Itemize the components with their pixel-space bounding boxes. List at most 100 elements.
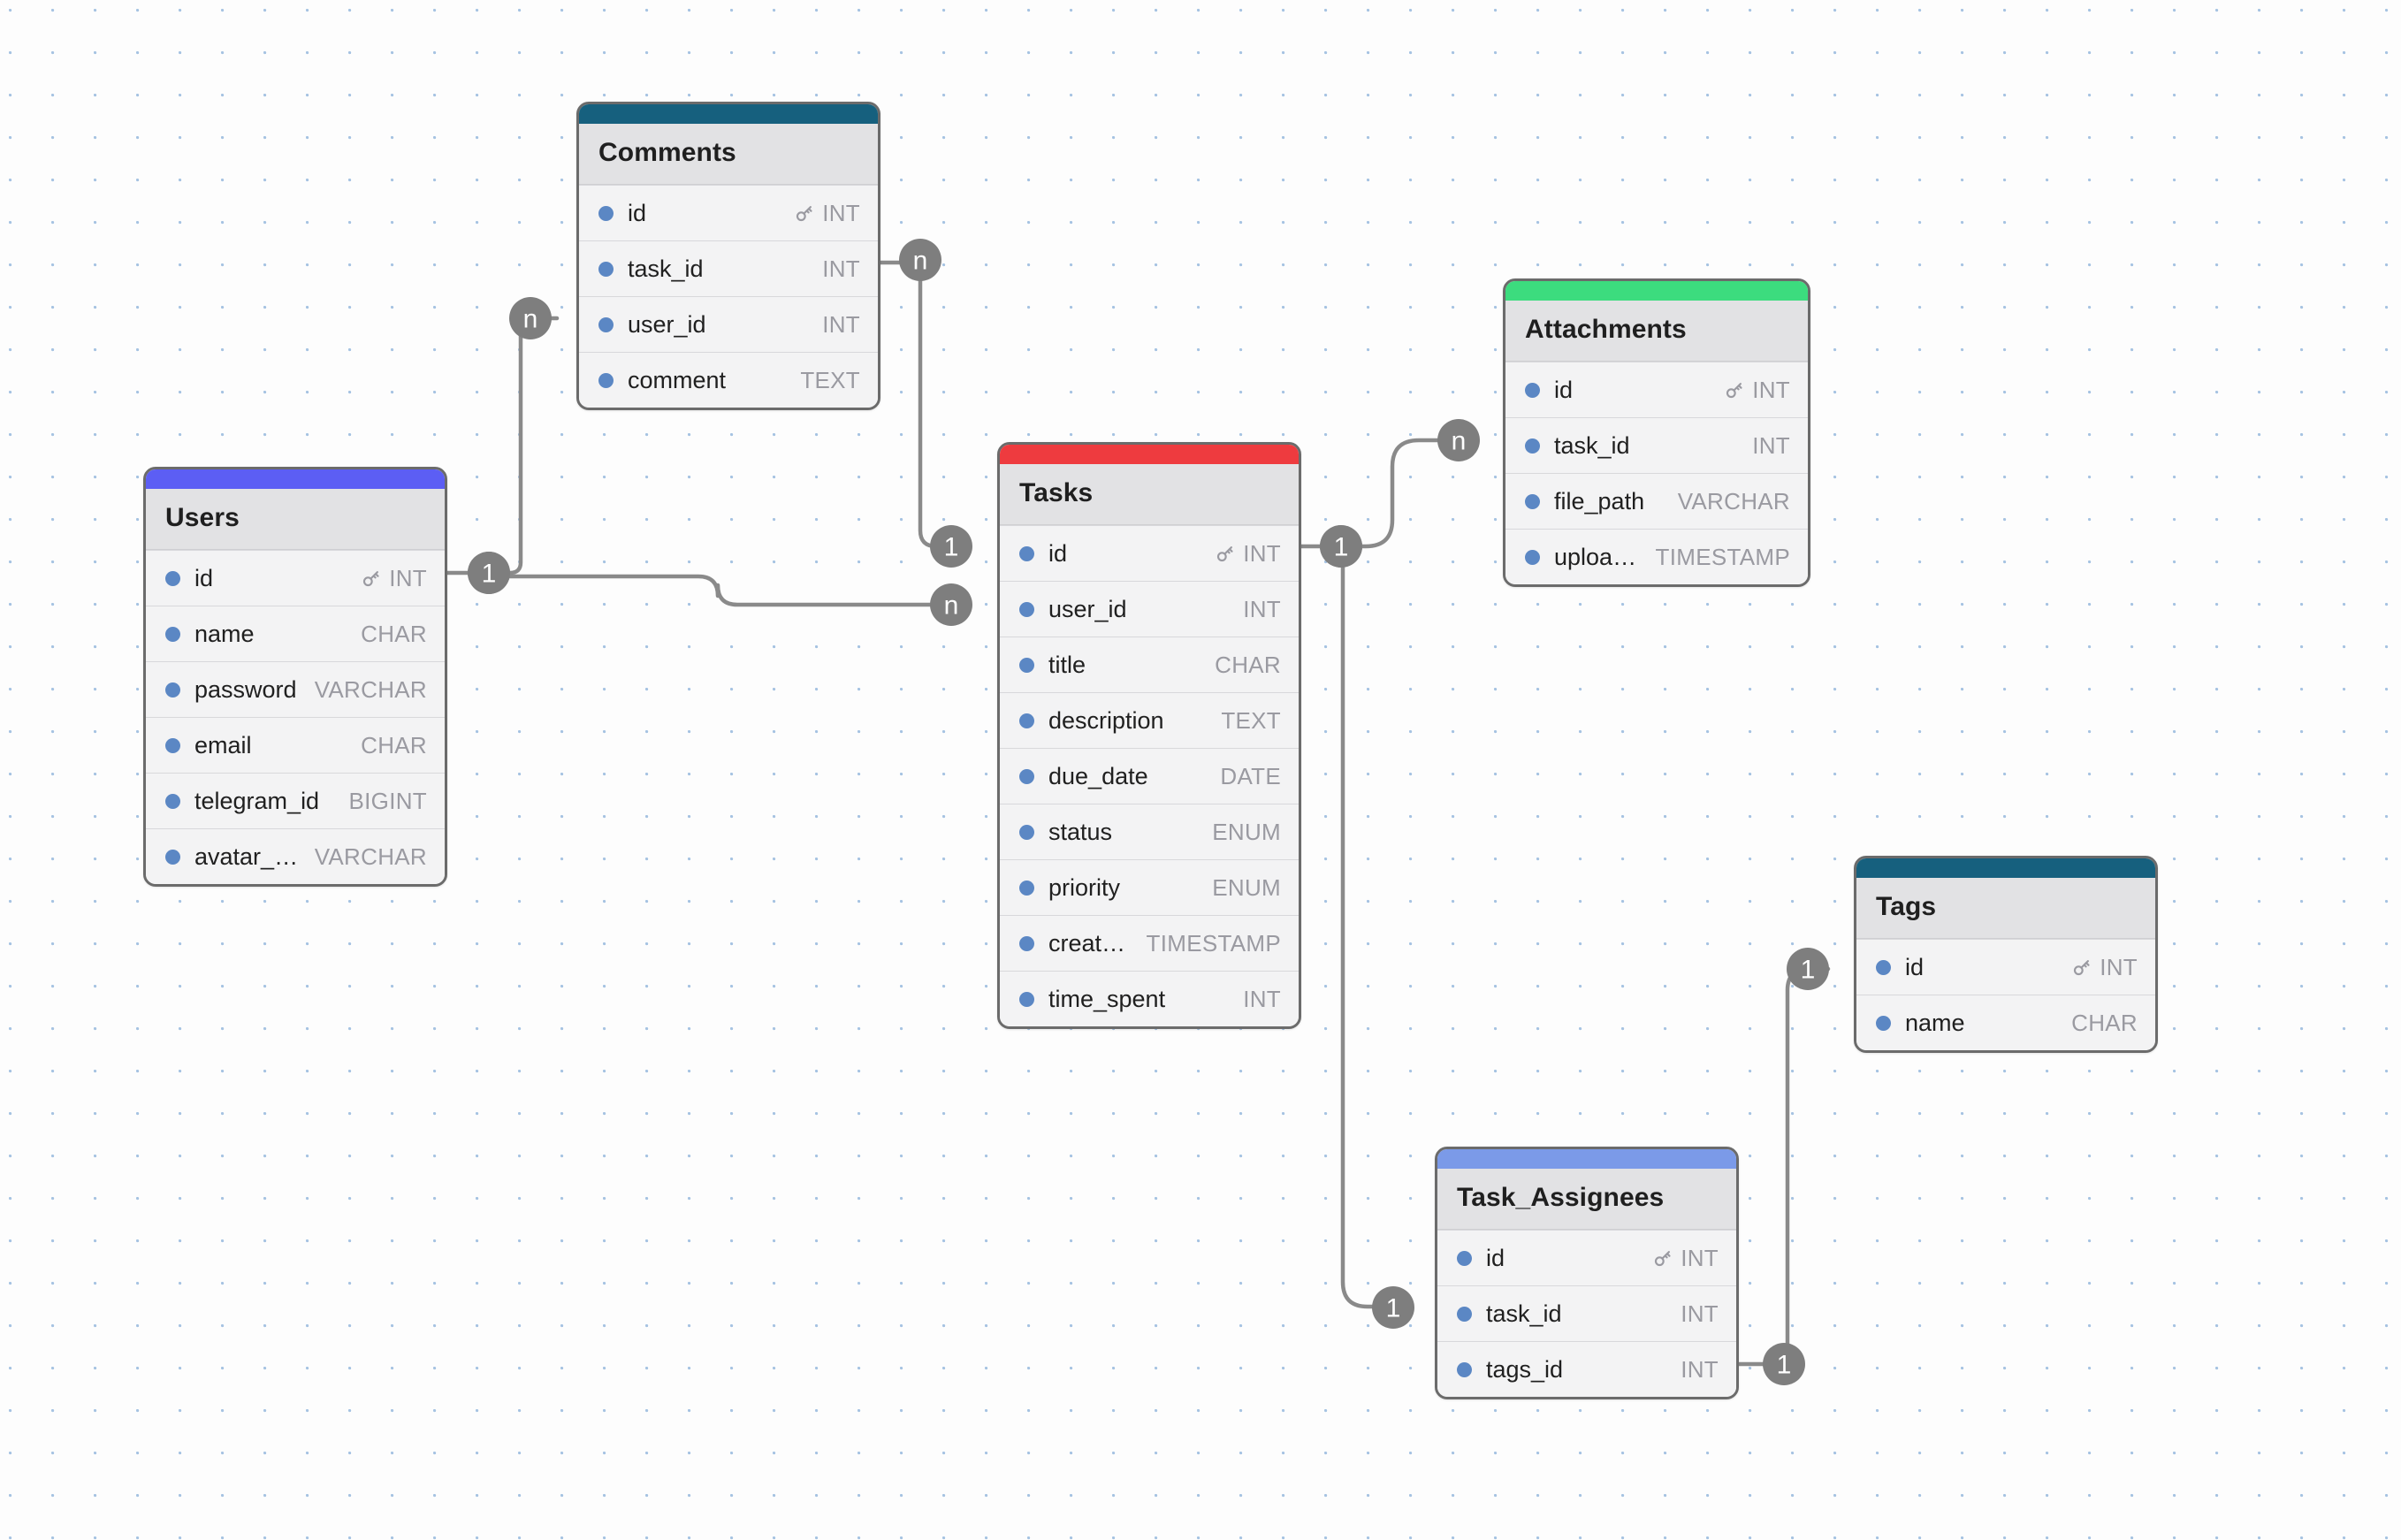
table-header-tags[interactable]: Tags <box>1856 878 2155 939</box>
relationship-users-comments[interactable] <box>447 318 557 573</box>
field-row-attachments-upload[interactable]: upload…TIMESTAMP <box>1505 529 1808 584</box>
table-accent-bar-task_assignees <box>1437 1149 1736 1169</box>
field-bullet-icon <box>1019 713 1034 728</box>
field-row-comments-id[interactable]: idINT <box>579 185 878 240</box>
cardinality-badge-users-tasks-1: 1 <box>468 552 510 594</box>
field-row-tasks-priority[interactable]: priorityENUM <box>1000 859 1299 915</box>
field-bullet-icon <box>1525 550 1540 565</box>
table-node-task_assignees[interactable]: Task_AssigneesidINTtask_idINTtags_idINT <box>1435 1147 1739 1399</box>
table-header-task_assignees[interactable]: Task_Assignees <box>1437 1169 1736 1230</box>
field-name: avatar_pa… <box>194 843 302 871</box>
field-meta: INT <box>347 565 427 592</box>
field-meta: TEXT <box>1208 707 1281 735</box>
primary-key-icon <box>1651 1246 1674 1269</box>
field-bullet-icon <box>1019 769 1034 784</box>
field-meta: VARCHAR <box>1665 488 1790 515</box>
field-type: VARCHAR <box>315 843 427 871</box>
field-name: id <box>1554 377 1573 404</box>
table-accent-bar-tasks <box>1000 445 1299 464</box>
table-title-task_assignees: Task_Assignees <box>1457 1183 1717 1213</box>
field-type: INT <box>389 565 427 592</box>
field-type: INT <box>822 200 860 227</box>
field-bullet-icon <box>1876 1016 1891 1031</box>
field-row-tasks-created[interactable]: created…TIMESTAMP <box>1000 915 1299 971</box>
table-node-tasks[interactable]: Tasks idINTuser_idINTtitleCHARdescription… <box>997 442 1301 1029</box>
field-bullet-icon <box>598 373 614 388</box>
field-row-users-email[interactable]: emailCHAR <box>146 717 445 773</box>
field-row-attachments-file_path[interactable]: file_pathVARCHAR <box>1505 473 1808 529</box>
field-name: tags_id <box>1486 1356 1563 1384</box>
table-node-tags[interactable]: TagsidINT name CHAR <box>1854 856 2158 1053</box>
table-node-users[interactable]: Users idINTnameCHARpasswordVARCHARemailCH… <box>143 467 447 887</box>
cardinality-badge-tasks-attachments-1: 1 <box>1320 525 1362 568</box>
field-bullet-icon <box>1019 658 1034 673</box>
table-node-comments[interactable]: CommentsidINTtask_idINTuser_idINTcomment… <box>576 102 880 410</box>
field-meta: INT <box>810 311 860 339</box>
field-row-comments-comment[interactable]: commentTEXT <box>579 352 878 408</box>
relationship-assignees-tags[interactable] <box>1739 969 1828 1364</box>
relationship-tasks-assignees[interactable] <box>1343 566 1383 1307</box>
field-bullet-icon <box>165 850 180 865</box>
field-bullet-icon <box>165 738 180 753</box>
field-type: TIMESTAMP <box>1656 544 1790 571</box>
field-type: VARCHAR <box>1678 488 1790 515</box>
table-header-attachments[interactable]: Attachments <box>1505 301 1808 362</box>
field-meta: INT <box>1711 377 1790 404</box>
table-title-tasks: Tasks <box>1019 478 1279 508</box>
field-bullet-icon <box>1525 438 1540 454</box>
table-header-comments[interactable]: Comments <box>579 124 878 185</box>
field-row-users-password[interactable]: passwordVARCHAR <box>146 661 445 717</box>
field-name: comment <box>628 367 726 394</box>
field-row-tasks-description[interactable]: descriptionTEXT <box>1000 692 1299 748</box>
cardinality-badge-users-tasks-n: n <box>930 583 972 626</box>
cardinality-badge-tasks-assignees-1: 1 <box>1372 1286 1414 1329</box>
field-meta: INT <box>2058 954 2138 981</box>
table-title-comments: Comments <box>598 138 858 168</box>
table-accent-bar-comments <box>579 104 878 124</box>
field-row-comments-user_id[interactable]: user_idINT <box>579 296 878 352</box>
field-row-tags-name[interactable]: name CHAR <box>1856 995 2155 1050</box>
field-row-users-avatar_pa[interactable]: avatar_pa… VARCHAR <box>146 828 445 884</box>
field-name: title <box>1048 652 1086 679</box>
field-meta: TIMESTAMP <box>1643 544 1790 571</box>
field-row-tags-id[interactable]: idINT <box>1856 939 2155 995</box>
table-title-users: Users <box>165 503 425 533</box>
field-row-tasks-time_spent[interactable]: time_spentINT <box>1000 971 1299 1026</box>
field-type: INT <box>1681 1300 1719 1328</box>
field-meta: INT <box>1668 1356 1719 1384</box>
field-row-users-id[interactable]: idINT <box>146 550 445 606</box>
field-name: name <box>1905 1010 1965 1037</box>
field-row-users-telegram_id[interactable]: telegram_idBIGINT <box>146 773 445 828</box>
field-type: CHAR <box>2071 1010 2138 1037</box>
table-header-users[interactable]: Users <box>146 489 445 550</box>
field-row-tasks-status[interactable]: statusENUM <box>1000 804 1299 859</box>
table-header-tasks[interactable]: Tasks <box>1000 464 1299 525</box>
field-row-task_assignees-task_id[interactable]: task_id INT <box>1437 1285 1736 1341</box>
field-bullet-icon <box>1019 602 1034 617</box>
field-row-attachments-id[interactable]: id INT <box>1505 362 1808 417</box>
field-row-attachments-task_id[interactable]: task_idINT <box>1505 417 1808 473</box>
cardinality-badge-users-comments-1: 1 <box>468 552 510 594</box>
field-row-tasks-title[interactable]: titleCHAR <box>1000 637 1299 692</box>
field-bullet-icon <box>165 627 180 642</box>
relationship-users-tasks[interactable] <box>495 576 937 605</box>
field-bullet-icon <box>1525 383 1540 398</box>
cardinality-badge-tasks-assignees-1: 1 <box>1320 525 1362 568</box>
svg-text:1: 1 <box>1801 956 1816 985</box>
field-row-task_assignees-id[interactable]: idINT <box>1437 1230 1736 1285</box>
field-row-tasks-due_date[interactable]: due_dateDATE <box>1000 748 1299 804</box>
field-row-comments-task_id[interactable]: task_idINT <box>579 240 878 296</box>
svg-text:n: n <box>913 247 928 276</box>
field-name: time_spent <box>1048 986 1165 1013</box>
field-meta: ENUM <box>1200 874 1281 902</box>
relationship-comments-tasks[interactable] <box>880 263 957 546</box>
field-meta: CHAR <box>2059 1010 2138 1037</box>
relationship-tasks-attachments[interactable] <box>1301 440 1441 546</box>
field-row-tasks-id[interactable]: idINT <box>1000 525 1299 581</box>
field-name: task_id <box>1486 1300 1562 1328</box>
table-node-attachments[interactable]: Attachments id INT task_idINTfile_pathVARCH… <box>1503 278 1810 587</box>
field-row-tasks-user_id[interactable]: user_idINT <box>1000 581 1299 637</box>
field-row-task_assignees-tags_id[interactable]: tags_id INT <box>1437 1341 1736 1397</box>
field-row-users-name[interactable]: nameCHAR <box>146 606 445 661</box>
